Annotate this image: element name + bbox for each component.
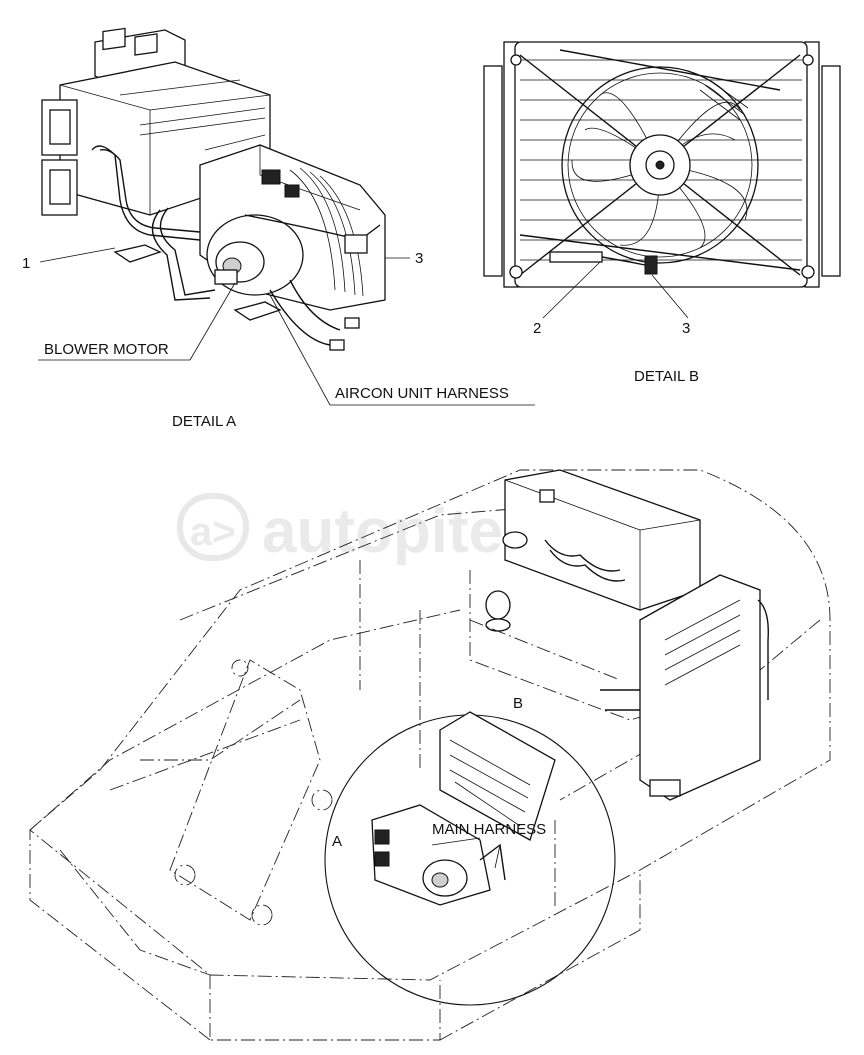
- callout-2-detail-b: 2: [533, 320, 541, 337]
- detail-b-marker: B: [513, 695, 523, 712]
- engine-illustration: [469, 469, 769, 801]
- main-harness-label: MAIN HARNESS: [432, 821, 546, 838]
- detail-a-marker: A: [332, 833, 342, 850]
- detail-b-leaders: [542, 261, 689, 319]
- blower-motor-label: BLOWER MOTOR: [44, 341, 169, 358]
- machine-outline: [29, 469, 831, 1041]
- detail-a-illustration: [41, 27, 386, 351]
- detail-b-illustration: [483, 41, 841, 288]
- detail-a-title: DETAIL A: [172, 413, 236, 430]
- aircon-unit-harness-label: AIRCON UNIT HARNESS: [335, 385, 509, 402]
- highlight-circle: [324, 711, 616, 1006]
- callout-3-detail-b: 3: [682, 320, 690, 337]
- callout-3-detail-a: 3: [415, 250, 423, 267]
- main-view-leaders: [431, 837, 501, 869]
- watermark-logo-frame: [177, 493, 249, 561]
- detail-a-leaders: [38, 247, 535, 406]
- watermark-logo: a>: [190, 510, 236, 554]
- callout-1-detail-a: 1: [22, 255, 30, 272]
- detail-b-title: DETAIL B: [634, 368, 699, 385]
